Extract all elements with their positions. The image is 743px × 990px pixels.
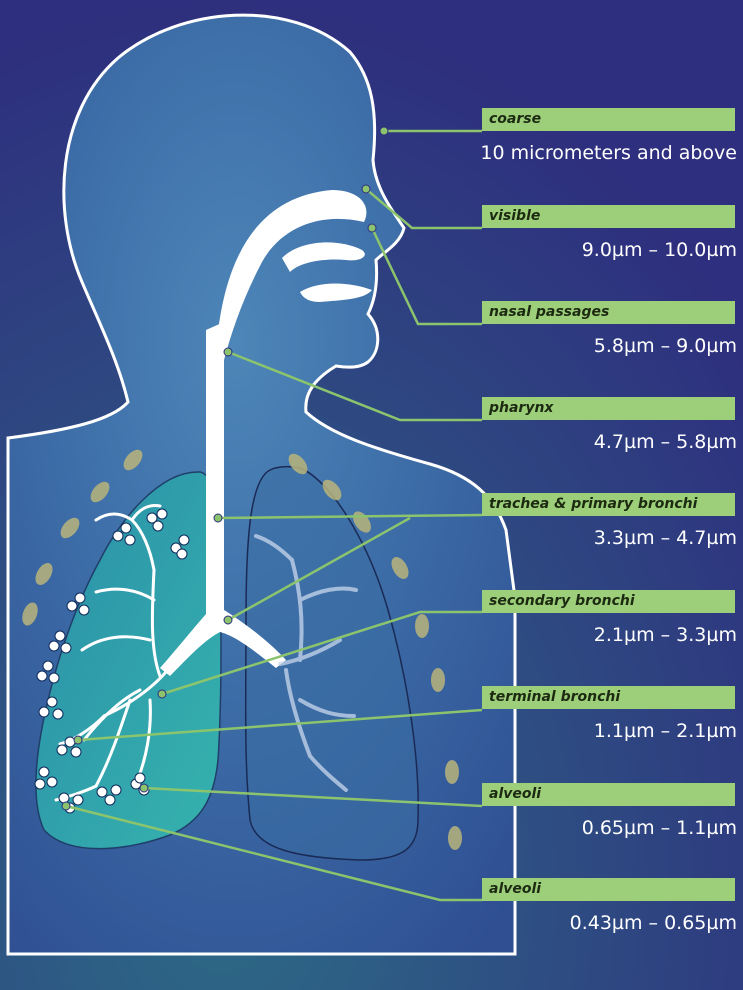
label-secondary-bronchi: secondary bronchi [482,590,735,613]
label-visible: visible [482,205,735,228]
label-terminal-bronchi: terminal bronchi [482,686,735,709]
range-coarse: 10 micrometers and above [377,141,737,165]
range-nasal-passages: 5.8µm – 9.0µm [377,334,737,358]
label-trachea-primary-bronchi: trachea & primary bronchi [482,493,735,516]
range-terminal-bronchi: 1.1µm – 2.1µm [377,719,737,743]
label-alveoli-1: alveoli [482,783,735,806]
label-alveoli-2: alveoli [482,878,735,901]
label-pharynx: pharynx [482,397,735,420]
label-coarse: coarse [482,108,735,131]
range-secondary-bronchi: 2.1µm – 3.3µm [377,623,737,647]
range-visible: 9.0µm – 10.0µm [377,238,737,262]
range-trachea-primary-bronchi: 3.3µm – 4.7µm [377,526,737,550]
range-alveoli-2: 0.43µm – 0.65µm [377,911,737,935]
range-alveoli-1: 0.65µm – 1.1µm [377,816,737,840]
range-pharynx: 4.7µm – 5.8µm [377,430,737,454]
label-nasal-passages: nasal passages [482,301,735,324]
